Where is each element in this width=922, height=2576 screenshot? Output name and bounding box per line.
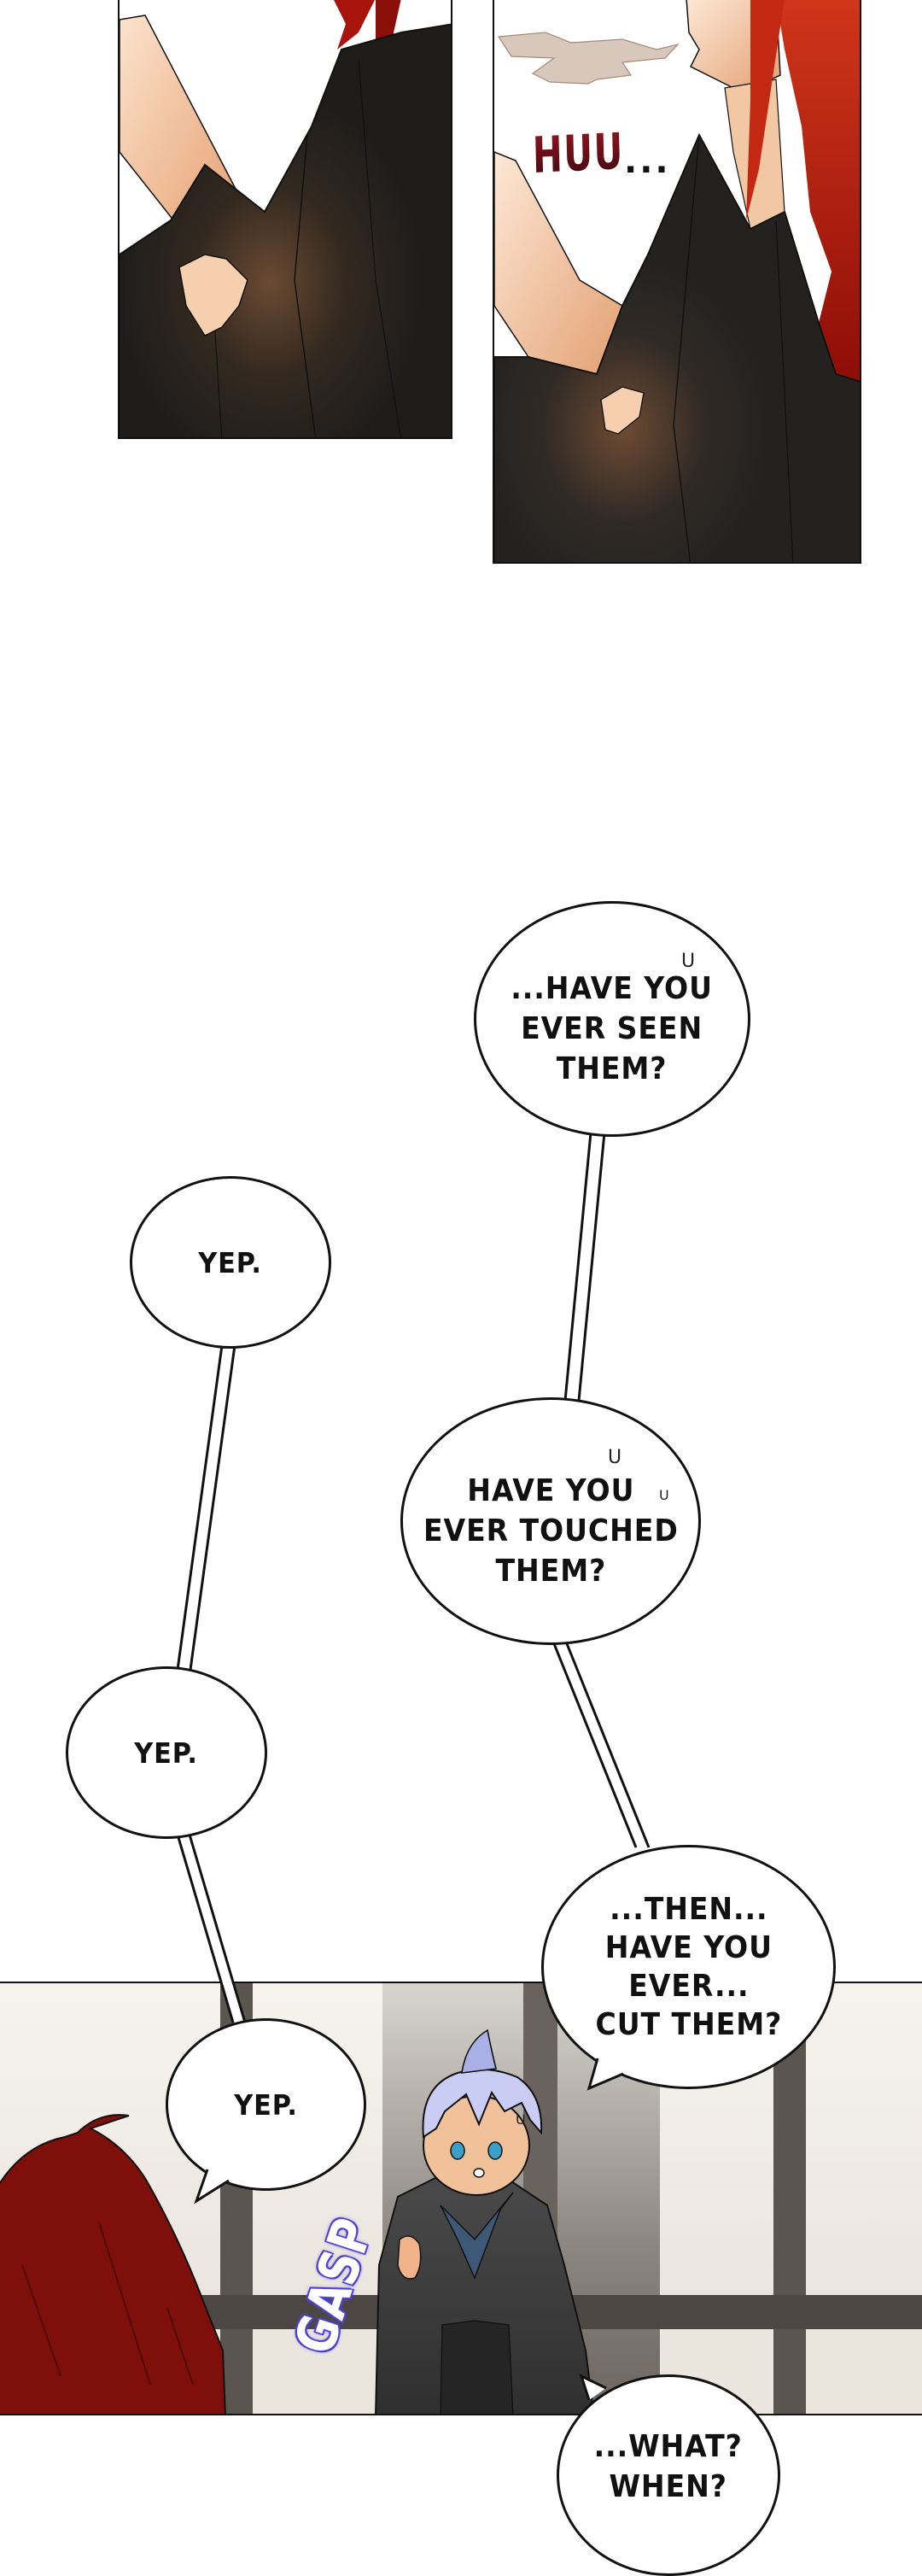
- breath-puff: [497, 32, 680, 85]
- sweat-mark: U: [681, 951, 696, 972]
- sfx-huu-ellipsis: ...: [624, 142, 671, 181]
- panel-1-art: [120, 0, 451, 437]
- bubble-4-text: YEP.: [134, 1736, 199, 1770]
- speech-bubble-7: ...WHAT? WHEN?: [557, 2374, 780, 2576]
- bubble-1-text: ...HAVE YOU EVER SEEN THEM?: [511, 970, 714, 1086]
- bubble-6-text: YEP.: [234, 2087, 298, 2122]
- comic-panel-1: [118, 0, 452, 439]
- speech-bubble-3: HAVE YOU EVER TOUCHED THEM? U U: [400, 1397, 701, 1645]
- panel-3-art: [0, 1983, 922, 2414]
- speech-bubble-2: YEP.: [130, 1176, 331, 1349]
- sweat-mark: U: [608, 1447, 622, 1468]
- comic-panel-2: HUU ...: [493, 0, 861, 564]
- speech-bubble-4: YEP.: [66, 1666, 267, 1839]
- bubble-2-text: YEP.: [198, 1245, 263, 1279]
- bubble-3-text: HAVE YOU EVER TOUCHED THEM?: [423, 1472, 679, 1589]
- connector-b2-b4: [178, 1345, 235, 1670]
- speech-bubble-6: YEP.: [166, 2018, 366, 2191]
- sfx-huu: HUU: [532, 121, 625, 184]
- bubble-7-text: ...WHAT? WHEN?: [593, 2429, 744, 2504]
- comic-panel-3: U GASP: [0, 1982, 922, 2415]
- bubble-5-text: ...THEN... HAVE YOU EVER... CUT THEM?: [595, 1892, 782, 2042]
- panel-2-art: [494, 0, 860, 562]
- speech-bubble-5: ...THEN... HAVE YOU EVER... CUT THEM?: [541, 1845, 836, 2089]
- speech-bubble-1: ...HAVE YOU EVER SEEN THEM? U: [474, 901, 750, 1137]
- child-sweat-drop: U: [516, 2111, 526, 2128]
- connector-b3-b5: [553, 1642, 649, 1847]
- connector-b1-b3: [565, 1133, 604, 1401]
- sweat-mark-2: U: [659, 1487, 669, 1503]
